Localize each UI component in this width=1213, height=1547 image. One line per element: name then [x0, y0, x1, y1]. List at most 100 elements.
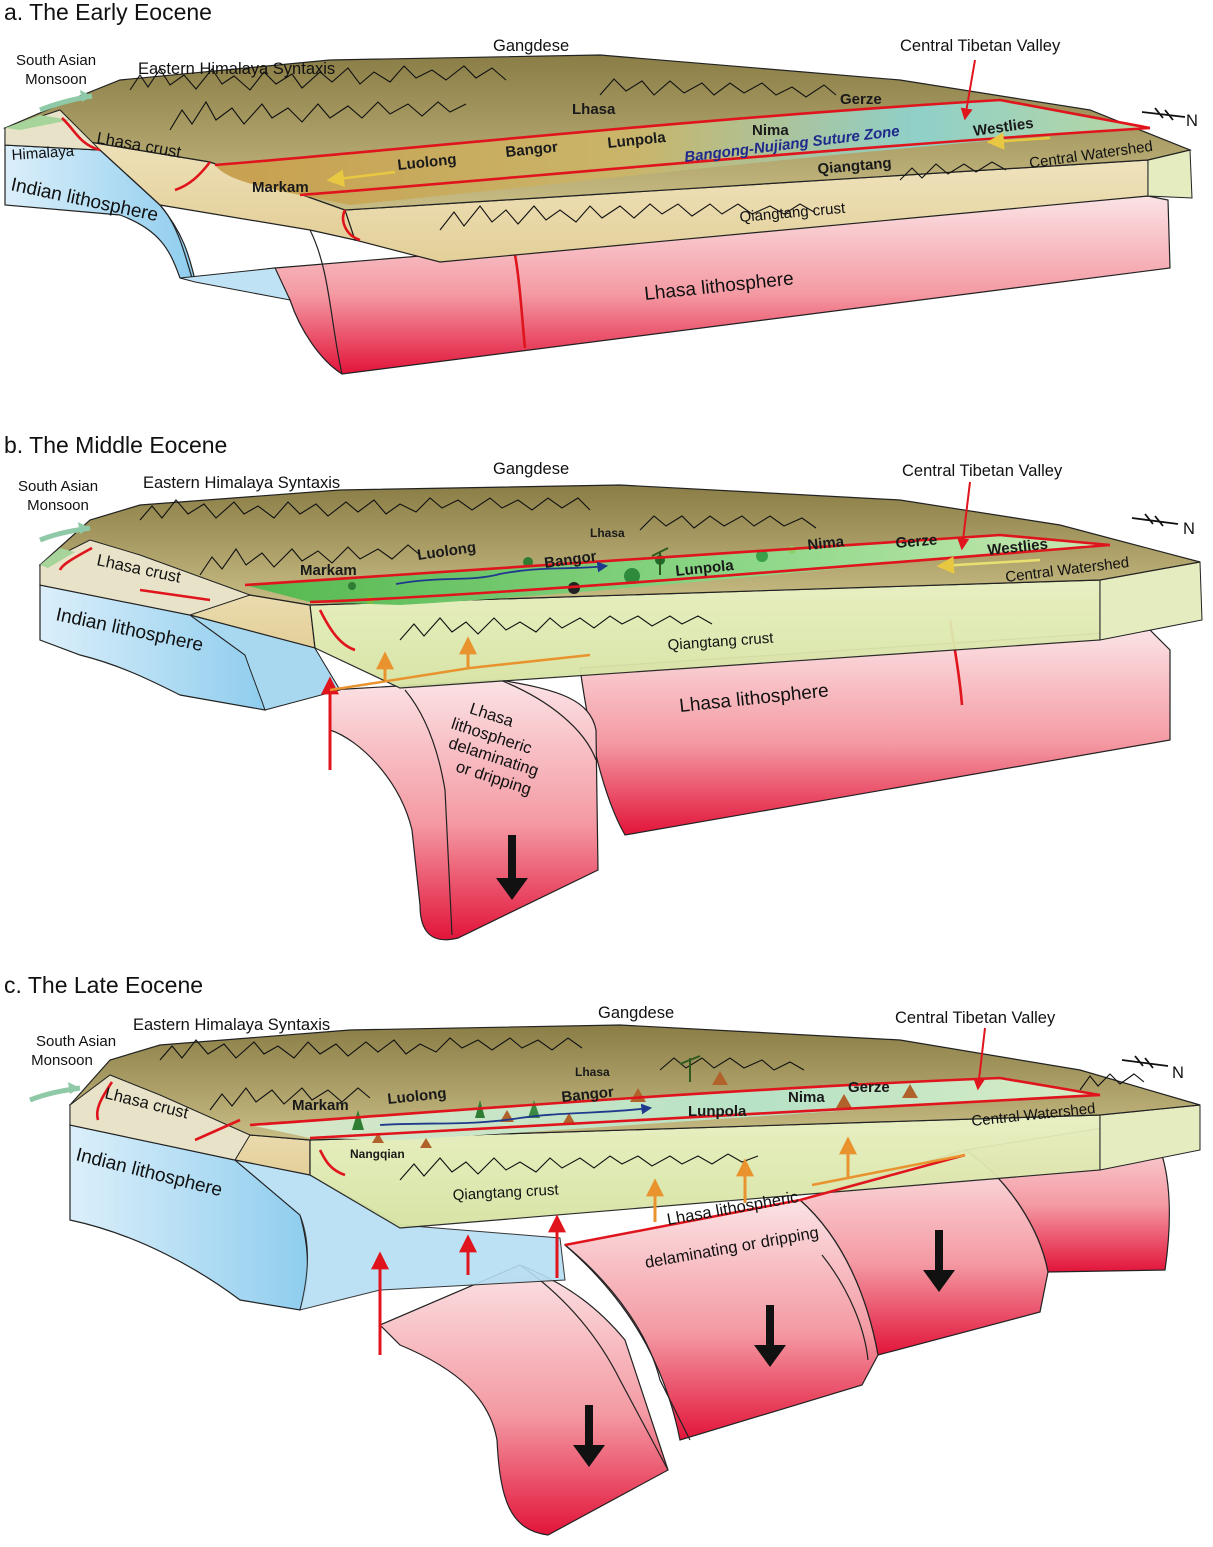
panel-b-place-gerze: Gerze [895, 531, 938, 552]
panel-b-place-lhasa: Lhasa [590, 526, 625, 540]
panel-a-fault-lithosphere [513, 254, 527, 349]
panel-a-north-arrow [1141, 107, 1186, 121]
panel-a-syntaxis-label: Eastern Himalaya Syntaxis [138, 60, 335, 78]
panel-c-place-nima: Nima [788, 1089, 825, 1106]
panel-b-fault-crust [139, 588, 211, 602]
panel-a-place-gerze: Gerze [840, 91, 882, 108]
panel-a-place-bangor: Bangor [505, 139, 559, 161]
panel-b: b. The Middle Eocene [4, 432, 1203, 941]
panel-b-green-strip [40, 548, 75, 568]
panel-a-lhasa-lithosphere [274, 195, 1171, 375]
panel-a-place-lhasa: Lhasa [572, 101, 616, 118]
panel-b-lhasa-lithosphere [579, 629, 1171, 836]
panel-c-down-arrow-3 [923, 1230, 955, 1292]
panel-c-fault-crust [194, 1118, 241, 1142]
panel-a-place-luolong: Luolong [397, 151, 458, 174]
panel-c-title: c. The Late Eocene [4, 972, 203, 998]
panel-c-place-markam: Markam [292, 1097, 349, 1114]
panel-c-lhasa-block [69, 1074, 251, 1161]
panel-c-place-lhasa: Lhasa [575, 1065, 610, 1079]
panel-b-fault-north [244, 533, 1111, 587]
panel-b-fault-south [309, 543, 1111, 604]
panel-c-fault-south [309, 1093, 1101, 1140]
panel-a-mountains [129, 65, 1007, 231]
panel-b-place-westlies: Westlies [987, 536, 1049, 559]
panel-a-title: a. The Early Eocene [4, 0, 212, 25]
panel-c-fault-front [318, 1149, 346, 1177]
panel-a-monsoon-arrowhead [80, 90, 92, 102]
panel-a-place-nima: Nima [752, 122, 789, 139]
panel-a-monsoon-line2: Monsoon [25, 71, 87, 88]
panel-c-north-label: N [1172, 1064, 1184, 1082]
panel-b-dripping-slab [329, 679, 599, 941]
panel-a-drainage-arrow-east [986, 132, 1051, 150]
panel-c-valley-pointer [973, 1027, 986, 1091]
panel-a-fault-front [341, 209, 361, 242]
panel-b-place-lunpola: Lunpola [675, 557, 735, 580]
panel-c-fault-north [249, 1076, 1101, 1127]
panel-b-vegetation [348, 546, 796, 604]
panel-b-fault-front [318, 609, 356, 652]
panel-a-place-markam: Markam [252, 179, 309, 196]
panel-c-upwelling-front [564, 1153, 966, 1247]
panel-c-qiangtang-crust-label: Qiangtang crust [452, 1181, 559, 1204]
panel-a-green-strip [5, 115, 70, 130]
panel-c-gangdese-label: Gangdese [598, 1004, 674, 1022]
panel-b-mountains [139, 497, 817, 641]
panel-c-orange-front [811, 1153, 966, 1187]
panel-a-fault-north [214, 98, 1151, 167]
panel-a-gangdese-label: Gangdese [493, 37, 569, 55]
panel-c-down-arrow-2 [754, 1305, 786, 1367]
panel-a-valley [215, 100, 1150, 205]
panel-b-monsoon-arrowhead [78, 522, 90, 534]
panel-b-valley-pointer [957, 481, 971, 551]
panel-c-river [379, 1103, 653, 1126]
panel-b-title: b. The Middle Eocene [4, 432, 227, 458]
panel-b-slab-inner-edge [404, 689, 453, 936]
panel-c-top-surface [68, 1024, 1201, 1141]
panel-c-slab-near [563, 1199, 879, 1441]
panel-b-gangdese-label: Gangdese [493, 460, 569, 478]
panel-b-north-arrow [1131, 513, 1179, 527]
panel-c-indian-side [234, 1159, 566, 1311]
panel-b-place-markam: Markam [300, 562, 357, 579]
panel-a-indian-bottom [179, 267, 291, 301]
panel-b-river [395, 561, 609, 585]
panel-b-valley [245, 535, 1110, 605]
panel-c-mountains [159, 1037, 1145, 1181]
panel-b-monsoon-line2: Monsoon [27, 497, 89, 514]
panel-b-drainage-arrow [936, 556, 1041, 574]
panel-c-place-gerze: Gerze [848, 1079, 890, 1096]
panel-b-valley-label: Central Tibetan Valley [902, 462, 1063, 480]
panel-b-upwelling-front [329, 653, 591, 692]
panel-c-monsoon-arrowhead [68, 1082, 80, 1094]
panel-c-syntaxis-label: Eastern Himalaya Syntaxis [133, 1016, 330, 1034]
panel-b-slab-top-edge [499, 679, 597, 761]
panel-c-valley-label: Central Tibetan Valley [895, 1009, 1056, 1027]
panel-c-place-luolong: Luolong [387, 1085, 448, 1108]
panel-c-slab-near-edge [564, 1244, 691, 1441]
panel-c-place-lunpola: Lunpola [688, 1103, 747, 1120]
panel-c-monsoon-line1: South Asian [36, 1033, 116, 1050]
panel-b-monsoon-line1: South Asian [18, 478, 98, 495]
panel-b-syntaxis-label: Eastern Himalaya Syntaxis [143, 474, 340, 492]
panel-a-place-lunpola: Lunpola [607, 129, 667, 152]
panel-a-fault-lhasa [174, 161, 212, 192]
panel-a-fault-himalaya [61, 117, 101, 152]
panel-a-place-qiangtang: Qiangtang [817, 155, 892, 178]
panel-c-place-nangqian: Nangqian [350, 1147, 405, 1161]
panel-a-slab-edge [309, 229, 343, 375]
panel-c-slab-mid-edge [821, 1254, 869, 1361]
panel-a-valley-pointer [960, 59, 976, 121]
panel-c-slab-dripping [378, 1264, 669, 1536]
panel-b-fault-lhasa [58, 546, 93, 571]
panel-c-volcanoes [372, 1071, 918, 1148]
panel-c-monsoon-line2: Monsoon [31, 1052, 93, 1069]
panel-c-crust-end [1099, 1104, 1201, 1171]
panel-b-lhasa-block [39, 539, 252, 616]
panel-c-valley [250, 1078, 1100, 1140]
panel-c-down-arrow-1 [573, 1405, 605, 1467]
panel-c-north-arrow [1121, 1055, 1169, 1069]
